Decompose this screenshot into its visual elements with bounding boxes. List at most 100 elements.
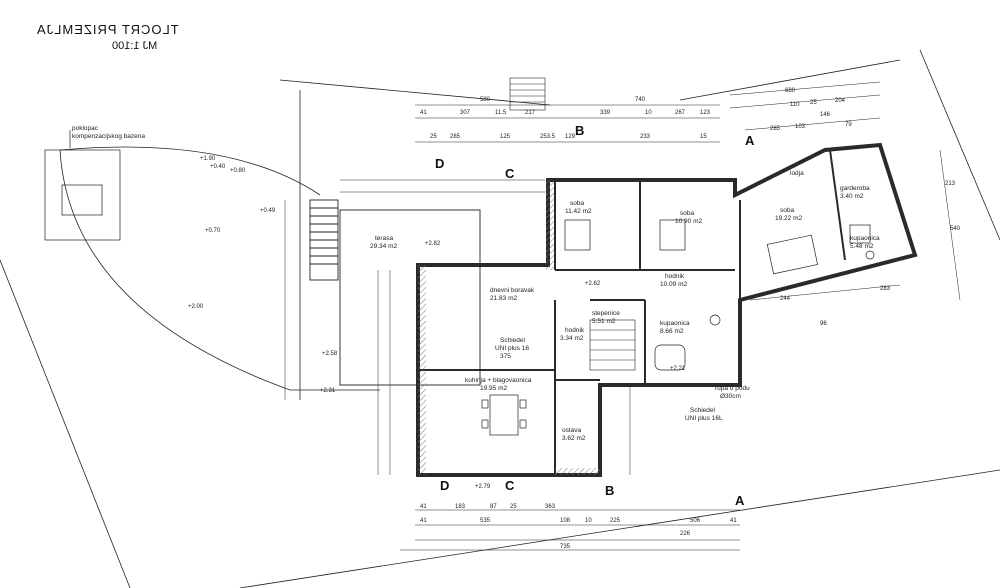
level-mark: +2.82 [425,241,441,247]
level-mark: +0.40 [210,164,226,170]
dim-label: 10 [645,110,652,116]
dim-label: 15 [700,134,707,140]
stepenice-area: 5.51 m2 [592,318,616,325]
pool-cover [44,130,121,241]
terasa-area: 29.34 m2 [370,243,397,250]
hodnik2-area: 3.34 m2 [560,335,584,342]
dim-label: 11.5 [495,110,507,116]
level-mark: +2.31 [320,388,336,394]
dim-label: 580 [480,97,491,103]
level-mark: +0.80 [230,168,246,174]
stepenice-label: stepenice [592,310,620,317]
schiedel1-sub2: 375 [500,353,511,360]
dining-table [481,394,527,436]
dim-label: 285 [770,126,781,132]
level-mark: +0.49 [260,208,276,214]
kupaonica2-label: kupaonica [850,235,880,242]
dim-label: 233 [640,134,651,140]
dim-label: 283 [880,286,891,292]
dim-label: 108 [560,518,571,524]
section-mark: A [745,133,755,148]
dim-label: 267 [675,110,686,116]
dim-label: 25 [510,504,517,510]
dim-label: 41 [420,110,427,116]
schiedel1: Schiedel [500,337,525,344]
soba1-label: soba [570,200,584,207]
dim-label: 146 [820,112,831,118]
rupa-note: rupa u podu [715,385,750,392]
dim-label: 339 [600,110,611,116]
entry-stairs [509,77,546,111]
dim-label: 285 [450,134,461,140]
dim-label: 41 [420,518,427,524]
level-mark: +2.79 [475,484,491,490]
dims-right: 680 204 25 110 146 103 285 79 213 540 28… [770,88,961,327]
dim-label: 225 [610,518,621,524]
dim-label: 213 [945,181,956,187]
dim-label: 110 [790,102,800,108]
lodja-label: lodja [790,170,804,177]
wall-hatch-1 [546,180,554,270]
pool-label-1: poklopac [72,125,99,132]
hodnik2-label: hodnik [565,327,585,334]
garderoba-label: garderoba [840,185,870,192]
dim-label: 217 [525,110,536,116]
section-mark: C [505,166,515,181]
dim-label: 535 [480,518,491,524]
garderoba-area: 3.40 m2 [840,193,864,200]
interior-walls [418,149,846,475]
dims-top: 580 740 41 307 11.5 217 339 10 267 123 2… [420,97,711,140]
section-mark: B [575,123,584,138]
dims-bottom: 735 535 41 108 10 225 226 506 41 183 87 … [420,504,737,550]
dim-label: 10 [585,518,592,524]
soba2-label: soba [680,210,694,217]
ostava-area: 3.62 m2 [562,435,586,442]
dim-label: 740 [635,97,646,103]
section-mark: C [505,478,515,493]
dim-label: 96 [820,321,827,327]
dim-label: 25 [430,134,437,140]
level-mark: +2.21 [670,366,686,372]
dim-label: 253.5 [540,134,556,140]
dim-label: 79 [845,122,852,128]
dim-label: 129 [565,134,576,140]
dnevni-area: 21.83 m2 [490,295,517,302]
dim-label: 735 [560,544,571,550]
section-markers: A A B B C C D D [435,123,755,508]
level-mark: +2.62 [585,281,601,287]
schiedel1-sub: UNI plus 16 [495,345,529,352]
dim-label: 307 [460,110,471,116]
dim-label: 244 [780,296,791,302]
dim-label: 540 [950,226,961,232]
rupa-sub: Ø30cm [720,393,741,400]
dim-label: 204 [835,98,846,104]
section-mark: A [735,493,745,508]
section-mark: D [440,478,449,493]
hodnik-label: hodnik [665,273,685,280]
level-mark: +1.90 [200,156,216,162]
schiedel2-sub: UNI plus 16L [685,415,723,422]
dim-label: 506 [690,518,701,524]
soba2-area: 10.90 m2 [675,218,702,225]
dim-label: 41 [730,518,737,524]
bath-fixtures [654,224,875,371]
dimension-lines [284,81,961,551]
section-mark: D [435,156,444,171]
hodnik-area: 10.09 m2 [660,281,687,288]
building-walls [416,142,918,477]
kupaonica-area: 8.66 m2 [660,328,684,335]
kupaonica-label: kupaonica [660,320,690,327]
wall-hatch-2 [418,265,426,475]
terasa-label: terasa [375,235,393,242]
level-markers: +1.90 +0.80 +0.40 +0.70 +2.00 +2.82 +2.5… [188,156,686,490]
dim-label: 103 [795,124,806,130]
wall-hatch-3 [555,468,600,475]
kuhinja-label: kuhinja + blagovaonica [465,377,532,384]
level-mark: +0.70 [205,228,221,234]
soba3-area: 19.22 m2 [775,215,802,222]
dim-label: 41 [420,504,427,510]
dnevni-label: dnevni boravak [490,287,535,294]
dim-label: 363 [545,504,556,510]
level-mark: +2.00 [188,304,204,310]
